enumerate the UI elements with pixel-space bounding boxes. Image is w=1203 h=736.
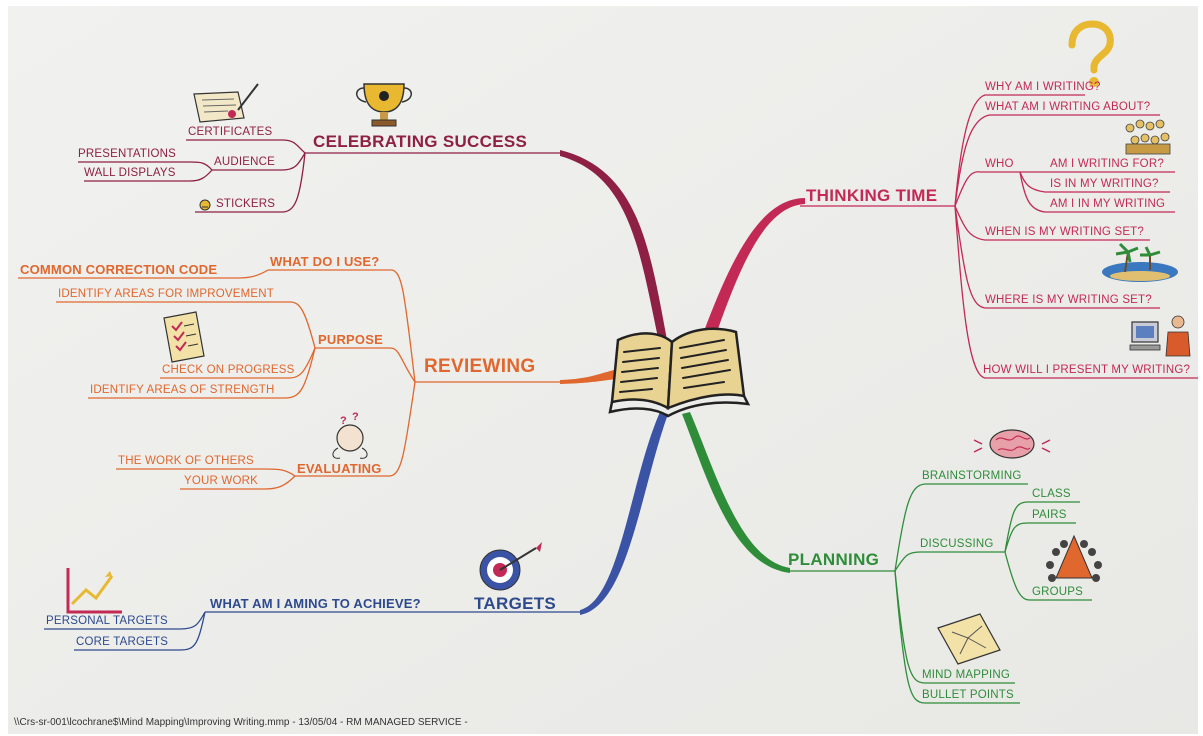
computer-user-icon [1129, 315, 1191, 357]
node-wall-displays[interactable]: WALL DISPLAYS [84, 167, 176, 179]
node-areas-strength[interactable]: IDENTIFY AREAS OF STRENGTH [90, 384, 275, 396]
node-what-do-i-use[interactable]: WHAT DO I USE? [270, 254, 380, 269]
open-book-icon [608, 327, 751, 418]
node-reviewing[interactable]: REVIEWING [424, 356, 536, 377]
certificate-icon [193, 83, 259, 123]
node-planning[interactable]: PLANNING [788, 550, 880, 569]
crowd-icon [1125, 119, 1171, 155]
mind-map-sketch-icon [937, 613, 1001, 665]
node-evaluating[interactable]: EVALUATING [297, 461, 382, 476]
node-class[interactable]: CLASS [1032, 488, 1071, 500]
node-who[interactable]: WHO [985, 158, 1014, 170]
node-writing-about[interactable]: WHAT AM I WRITING ABOUT? [985, 101, 1151, 113]
planning-lines [790, 483, 1092, 704]
node-thinking-time[interactable]: THINKING TIME [806, 186, 938, 205]
branch-planning [682, 412, 790, 573]
graph-icon [66, 568, 122, 614]
reviewing-lines [18, 269, 560, 490]
node-mind-mapping[interactable]: MIND MAPPING [922, 669, 1011, 681]
node-stickers[interactable]: STICKERS [216, 198, 276, 210]
svg-text:?: ? [340, 415, 347, 427]
puzzled-person-icon: ? ? [332, 411, 368, 459]
checklist-icon [163, 311, 205, 363]
branch-targets [580, 412, 668, 615]
branch-celebrating [560, 150, 668, 347]
node-core-targets[interactable]: CORE TARGETS [76, 636, 169, 648]
trophy-icon [356, 83, 412, 127]
node-why-writing[interactable]: WHY AM I WRITING? [985, 81, 1101, 93]
question-mark-icon [1068, 20, 1114, 87]
node-celebrating-success[interactable]: CELEBRATING SUCCESS [313, 132, 528, 151]
group-discussion-icon [1046, 534, 1102, 582]
node-presentations[interactable]: PRESENTATIONS [78, 148, 177, 160]
brain-icon [973, 429, 1051, 459]
paper-background [8, 6, 1198, 734]
node-writing-for[interactable]: AM I WRITING FOR? [1050, 158, 1164, 170]
node-certificates[interactable]: CERTIFICATES [188, 126, 273, 138]
node-brainstorming[interactable]: BRAINSTORMING [922, 470, 1022, 482]
node-your-work[interactable]: YOUR WORK [184, 475, 258, 487]
node-in-writing[interactable]: IS IN MY WRITING? [1050, 178, 1159, 190]
node-am-i-in[interactable]: AM I IN MY WRITING [1050, 198, 1166, 210]
branch-reviewing [560, 368, 624, 384]
node-how-present[interactable]: HOW WILL I PRESENT MY WRITING? [983, 364, 1191, 376]
node-check-progress[interactable]: CHECK ON PROGRESS [162, 364, 295, 376]
svg-text:?: ? [352, 411, 359, 423]
node-pairs[interactable]: PAIRS [1032, 509, 1067, 521]
thinking-lines [800, 94, 1198, 379]
node-purpose[interactable]: PURPOSE [318, 332, 383, 347]
node-discussing[interactable]: DISCUSSING [920, 538, 994, 550]
node-areas-improvement[interactable]: IDENTIFY AREAS FOR IMPROVEMENT [58, 288, 275, 300]
node-personal-targets[interactable]: PERSONAL TARGETS [46, 615, 168, 627]
file-path-footer: \\Crs-sr-001\lcochrane$\Mind Mapping\Imp… [14, 717, 468, 728]
node-achieve[interactable]: WHAT AM I AMING TO ACHIEVE? [210, 596, 421, 611]
node-groups[interactable]: GROUPS [1032, 586, 1084, 598]
node-targets[interactable]: TARGETS [474, 594, 557, 613]
node-where-set[interactable]: WHERE IS MY WRITING SET? [985, 294, 1152, 306]
node-bullet-points[interactable]: BULLET POINTS [922, 689, 1014, 701]
smiley-sticker-icon [199, 199, 211, 211]
node-work-of-others[interactable]: THE WORK OF OTHERS [118, 455, 254, 467]
node-when-set[interactable]: WHEN IS MY WRITING SET? [985, 226, 1145, 238]
island-icon [1102, 242, 1178, 282]
targets-lines [44, 611, 580, 651]
celebrating-lines [78, 139, 560, 213]
node-correction-code[interactable]: COMMON CORRECTION CODE [20, 262, 218, 277]
node-audience[interactable]: AUDIENCE [214, 156, 276, 168]
target-icon [479, 542, 542, 591]
